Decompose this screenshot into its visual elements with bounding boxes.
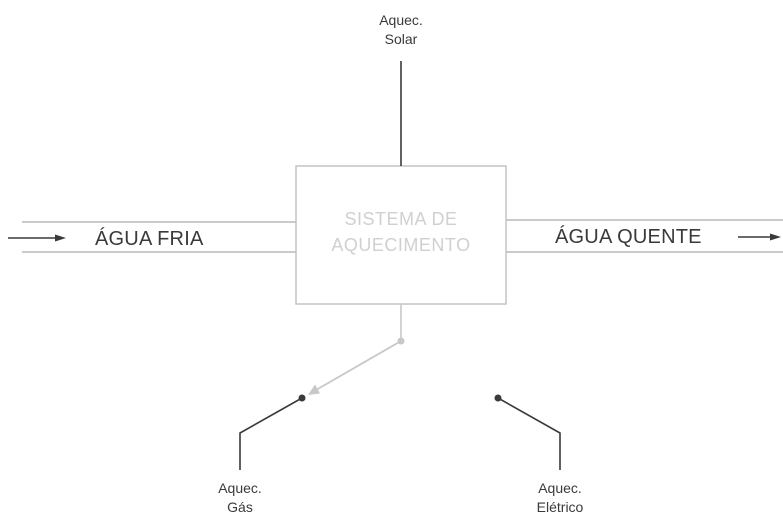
solar-heater-label-line2: Solar — [384, 31, 418, 47]
system-label: SISTEMA DE AQUECIMENTO — [296, 206, 506, 258]
switch-arm — [315, 340, 402, 391]
system-label-line1: SISTEMA DE — [344, 209, 458, 229]
solar-heater-label-line1: Aquec. — [379, 12, 423, 28]
solar-heater-label: Aquec. Solar — [361, 11, 441, 49]
gas-heater-label-line1: Aquec. — [218, 480, 262, 496]
input-arrow-icon — [8, 234, 66, 242]
electric-connection-line — [497, 397, 561, 470]
electric-heater-label: Aquec. Elétrico — [520, 479, 600, 517]
input-label: ÁGUA FRIA — [95, 228, 204, 250]
gas-heater-label-line2: Gás — [227, 499, 253, 515]
electric-heater-label-line1: Aquec. — [538, 480, 582, 496]
switch-arm-arrowhead-icon — [308, 384, 320, 395]
gas-heater-label: Aquec. Gás — [200, 479, 280, 517]
output-arrow-icon — [738, 233, 781, 241]
output-label: ÁGUA QUENTE — [555, 226, 702, 248]
electric-heater-label-line2: Elétrico — [536, 499, 584, 515]
gas-connection-line — [239, 397, 303, 470]
system-label-line2: AQUECIMENTO — [331, 235, 471, 255]
